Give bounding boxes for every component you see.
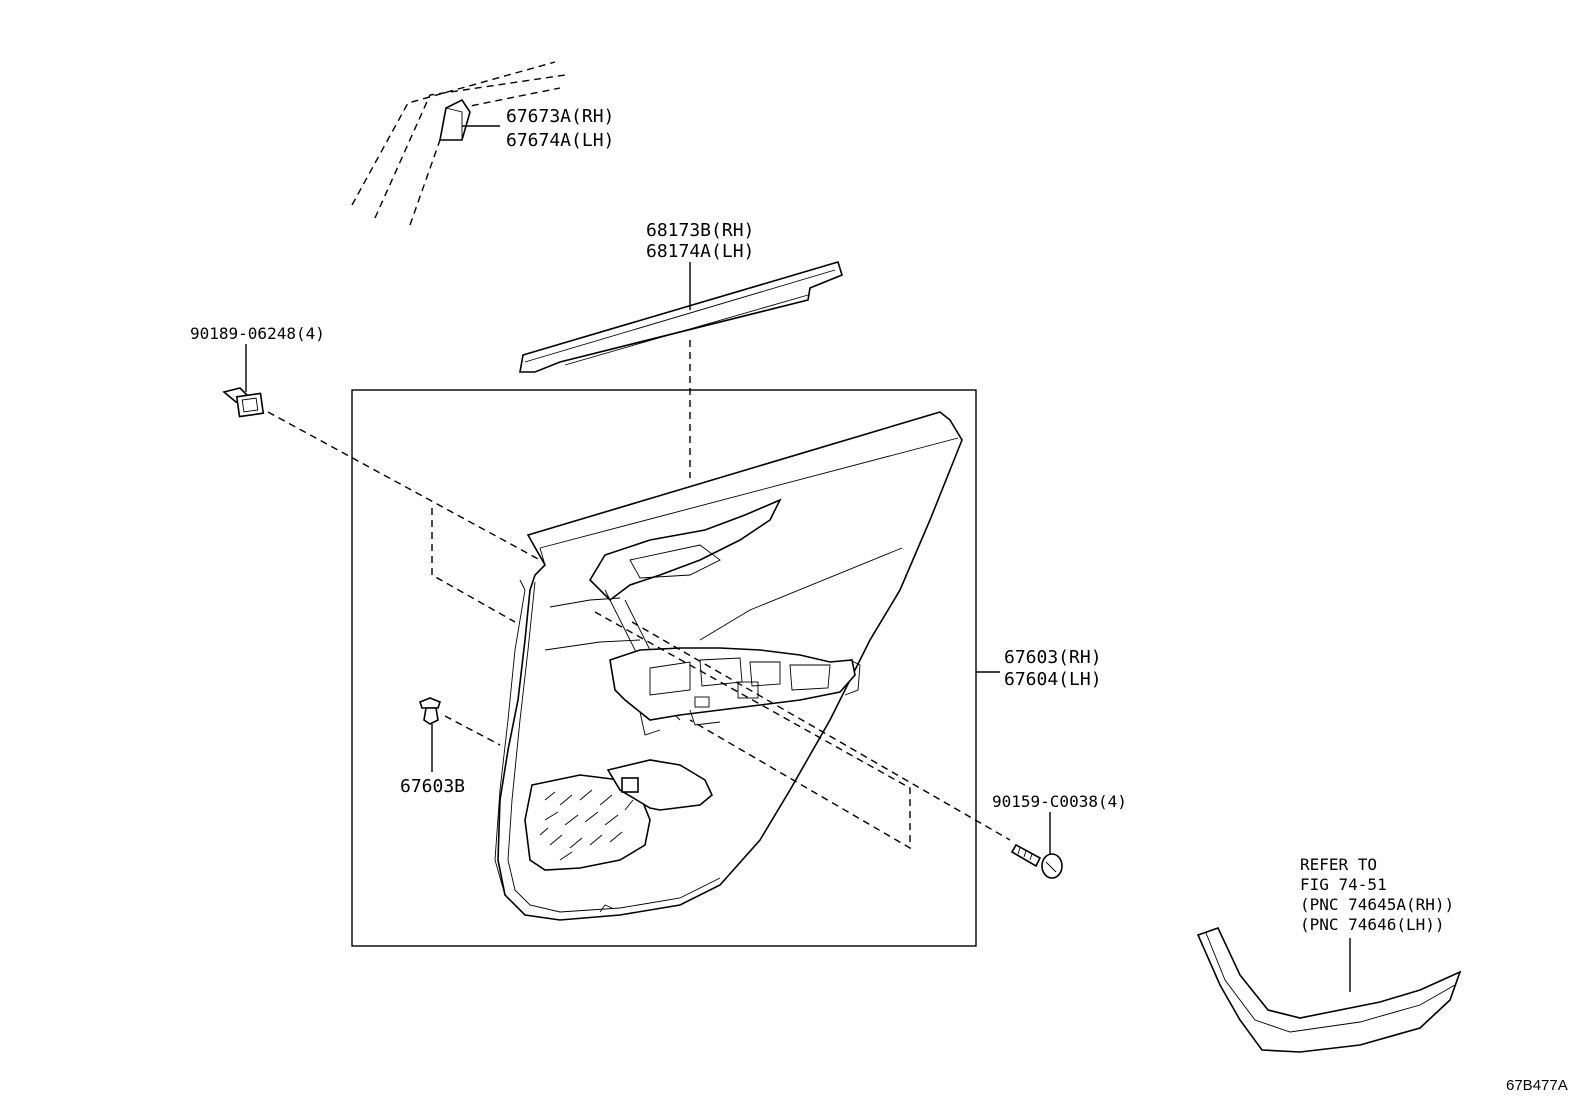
door-trim-assembly-box (351, 389, 977, 947)
label-90159-c0038: 90159-C0038(4) (992, 792, 1127, 811)
label-68174a-lh: 68174A(LH) (646, 241, 754, 262)
label-67674a-lh: 67674A(LH) (506, 130, 614, 151)
label-67604-lh: 67604(LH) (1004, 669, 1102, 690)
label-fig-74-51: FIG 74-51 (1300, 875, 1387, 894)
label-67603-rh: 67603(RH) (1004, 647, 1102, 668)
label-68173b-rh: 68173B(RH) (646, 220, 754, 241)
label-90189-06248: 90189-06248(4) (190, 324, 325, 343)
clip-90189 (222, 387, 265, 418)
belt-weatherstrip (519, 261, 843, 373)
clip-67603b (419, 697, 441, 725)
label-refer-to: REFER TO (1300, 855, 1377, 874)
label-67603b: 67603B (400, 776, 465, 797)
diagram-code: 67B477A (1506, 1077, 1568, 1094)
screw-90159 (1010, 843, 1063, 879)
label-67673a-rh: 67673A(RH) (506, 106, 614, 127)
door-frame-corner-piece (351, 61, 566, 226)
label-pnc-74645a-rh: (PNC 74645A(RH)) (1300, 895, 1454, 914)
door-trim-panel (494, 411, 963, 921)
label-pnc-74646-lh: (PNC 74646(LH)) (1300, 915, 1445, 934)
trim-molding-reference (1196, 927, 1462, 1053)
